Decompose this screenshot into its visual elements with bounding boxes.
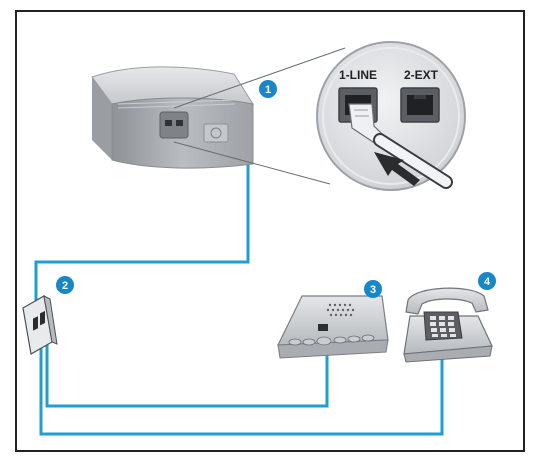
speaker-grille [326,303,355,317]
phone-plug-icon [348,103,453,189]
zoom-lines [173,47,346,185]
machine-buttons [288,334,375,346]
cable-jack-to-telephone [39,340,444,436]
callout-badge-4: 4 [478,272,496,290]
port-label-ext: 2-EXT [404,68,439,82]
zoomed-port-view: 1-LINE 2-EXT [316,41,466,191]
callout-label-2: 2 [62,280,68,292]
hp-logo-icon [203,123,229,143]
callout-label-4: 4 [484,276,491,288]
wall-jack-icon [22,295,58,355]
cable-printer-to-jack [34,160,250,325]
callout-label-1: 1 [265,84,271,96]
callout-badge-1: 1 [259,80,277,98]
phone-cables [34,160,444,436]
printer-port-area [159,111,189,139]
ext-port-icon [400,87,440,123]
callout-label-3: 3 [370,284,376,296]
printer-icon [91,66,255,169]
keypad [423,311,463,341]
callout-badge-3: 3 [364,280,382,298]
port-label-line: 1-LINE [339,68,377,82]
callout-badge-2: 2 [56,276,74,294]
answering-machine-icon [277,295,389,359]
telephone-icon [403,287,493,363]
insert-arrow-icon [374,152,420,186]
cable-jack-to-answering-machine [45,340,329,408]
